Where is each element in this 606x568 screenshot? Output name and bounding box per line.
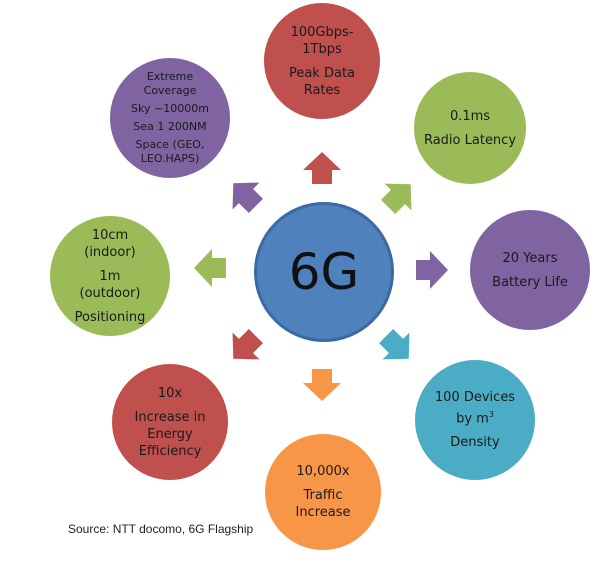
arrow-up-right-icon: [374, 170, 425, 221]
text: 20 Years: [502, 250, 558, 266]
text: Efficiency: [138, 443, 202, 459]
node-radio-latency: 0.1ms Radio Latency: [414, 72, 526, 184]
arrow-right-icon: [416, 251, 448, 289]
text: Sea 1 200NM: [133, 120, 207, 133]
text: 10,000x: [296, 464, 350, 479]
center-label: 6G: [288, 243, 360, 301]
text: 1m: [99, 268, 121, 284]
text: 100Gbps-: [290, 24, 354, 40]
node-density: 100 Devices by m3 Density: [415, 360, 535, 480]
text: Rates: [303, 82, 341, 98]
text: Radio Latency: [423, 132, 517, 148]
text: Peak Data: [288, 65, 356, 81]
text: Sky ~10000m: [131, 102, 209, 115]
text: 10x: [157, 385, 183, 401]
text: Energy: [147, 426, 193, 442]
arrow-down-right-icon: [372, 322, 423, 373]
text: Extreme: [146, 70, 194, 83]
text: Space (GEO,: [135, 138, 205, 151]
text: (outdoor): [79, 285, 141, 301]
text: Traffic: [303, 488, 343, 503]
text: Coverage: [143, 84, 197, 97]
text: Increase: [295, 505, 351, 520]
arrow-up-left-icon: [219, 169, 270, 220]
node-traffic-increase: 10,000x Traffic Increase: [265, 434, 381, 550]
text: Battery Life: [492, 274, 568, 290]
node-extreme-coverage: Extreme Coverage Sky ~10000m Sea 1 200NM…: [110, 58, 230, 178]
text: (indoor): [84, 244, 136, 260]
center-6g: 6G: [254, 202, 394, 342]
node-positioning: 10cm (indoor) 1m (outdoor) Positioning: [50, 216, 170, 336]
node-battery-life: 20 Years Battery Life: [470, 210, 590, 330]
text: 10cm: [91, 227, 129, 243]
text: 0.1ms: [449, 108, 491, 124]
text: Positioning: [74, 309, 146, 325]
arrow-up-icon: [303, 152, 341, 184]
text: LEO.HAPS): [140, 152, 200, 165]
superscript: 3: [488, 409, 494, 419]
text: Density: [450, 435, 500, 451]
node-peak-data-rates: 100Gbps- 1Tbps Peak Data Rates: [264, 3, 380, 119]
text-line: by m3: [456, 406, 494, 427]
text: 1Tbps: [302, 41, 342, 57]
source-caption: Source: NTT docomo, 6G Flagship: [68, 522, 254, 536]
arrow-down-left-icon: [219, 322, 270, 373]
text: 100 Devices: [434, 389, 516, 405]
text: Increase in: [134, 409, 206, 425]
text: by m: [456, 411, 489, 427]
arrow-left-icon: [194, 249, 226, 287]
arrow-down-icon: [303, 369, 341, 401]
node-energy-efficiency: 10x Increase in Energy Efficiency: [112, 364, 228, 480]
